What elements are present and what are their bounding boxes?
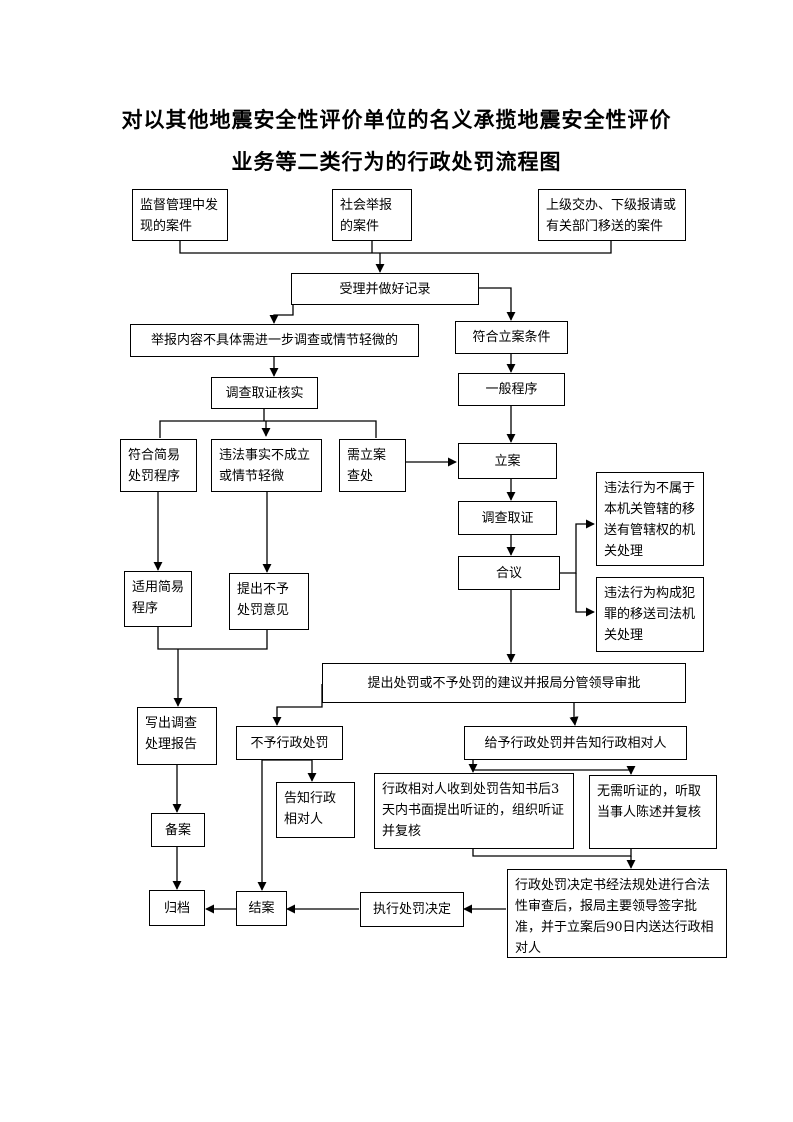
node-crime-transfer: 违法行为构成犯罪的移送司法机关处理 <box>596 577 704 652</box>
node-accept-record: 受理并做好记录 <box>291 273 479 305</box>
node-apply-simple: 适用简易程序 <box>124 571 192 627</box>
node-not-jurisdiction: 违法行为不属于本机关管辖的移送有管辖权的机关处理 <box>596 472 704 566</box>
node-source-public-report: 社会举报的案件 <box>332 189 412 241</box>
node-no-hearing: 无需听证的，听取当事人陈述并复核 <box>589 775 717 849</box>
node-execute-decision: 执行处罚决定 <box>360 892 464 927</box>
node-write-report: 写出调查处理报告 <box>137 707 217 765</box>
node-file-record: 备案 <box>151 813 205 847</box>
node-give-penalty: 给予行政处罚并告知行政相对人 <box>464 726 687 760</box>
title-line-1: 对以其他地震安全性评价单位的名义承揽地震安全性评价 <box>121 107 672 132</box>
node-investigate-verify: 调查取证核实 <box>211 377 318 409</box>
node-hearing-request: 行政相对人收到处罚告知书后3天内书面提出听证的，组织听证并复核 <box>374 773 574 849</box>
node-meets-filing: 符合立案条件 <box>455 321 568 354</box>
node-unclear-report: 举报内容不具体需进一步调查或情节轻微的 <box>130 324 419 357</box>
node-propose-no-penalty: 提出不予处罚意见 <box>229 573 309 630</box>
node-propose-penalty: 提出处罚或不予处罚的建议并报局分管领导审批 <box>322 663 686 703</box>
title-line-2: 业务等二类行为的行政处罚流程图 <box>231 149 562 174</box>
node-no-penalty: 不予行政处罚 <box>236 726 343 760</box>
node-notify-party: 告知行政相对人 <box>276 782 355 838</box>
node-investigation: 调查取证 <box>458 501 557 535</box>
node-simple-eligible: 符合简易处罚程序 <box>120 439 197 492</box>
node-archive: 归档 <box>149 890 205 926</box>
node-close-case: 结案 <box>236 891 287 926</box>
node-decision-review: 行政处罚决定书经法规处进行合法性审查后，报局主要领导签字批准，并于立案后90日内… <box>507 869 727 958</box>
node-source-transfer: 上级交办、下级报请或有关部门移送的案件 <box>538 189 686 241</box>
node-source-supervision: 监督管理中发现的案件 <box>132 189 228 241</box>
node-file-case: 立案 <box>458 443 557 479</box>
node-deliberation: 合议 <box>458 556 560 590</box>
node-violation-unfounded: 违法事实不成立或情节轻微 <box>211 439 322 492</box>
node-need-filing: 需立案查处 <box>339 439 406 492</box>
node-general-procedure: 一般程序 <box>458 373 565 406</box>
